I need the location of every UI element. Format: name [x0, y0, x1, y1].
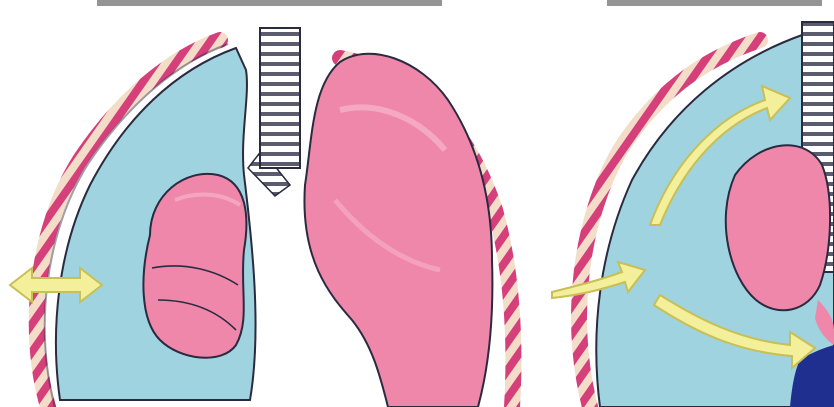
- cropped-caption-fragments: [97, 0, 822, 6]
- right-panel-lungs: [552, 22, 834, 407]
- healthy-lung: [304, 54, 492, 407]
- trachea: [260, 28, 300, 168]
- double-headed-arrow-icon: [10, 268, 102, 302]
- left-panel-lungs: [10, 28, 513, 407]
